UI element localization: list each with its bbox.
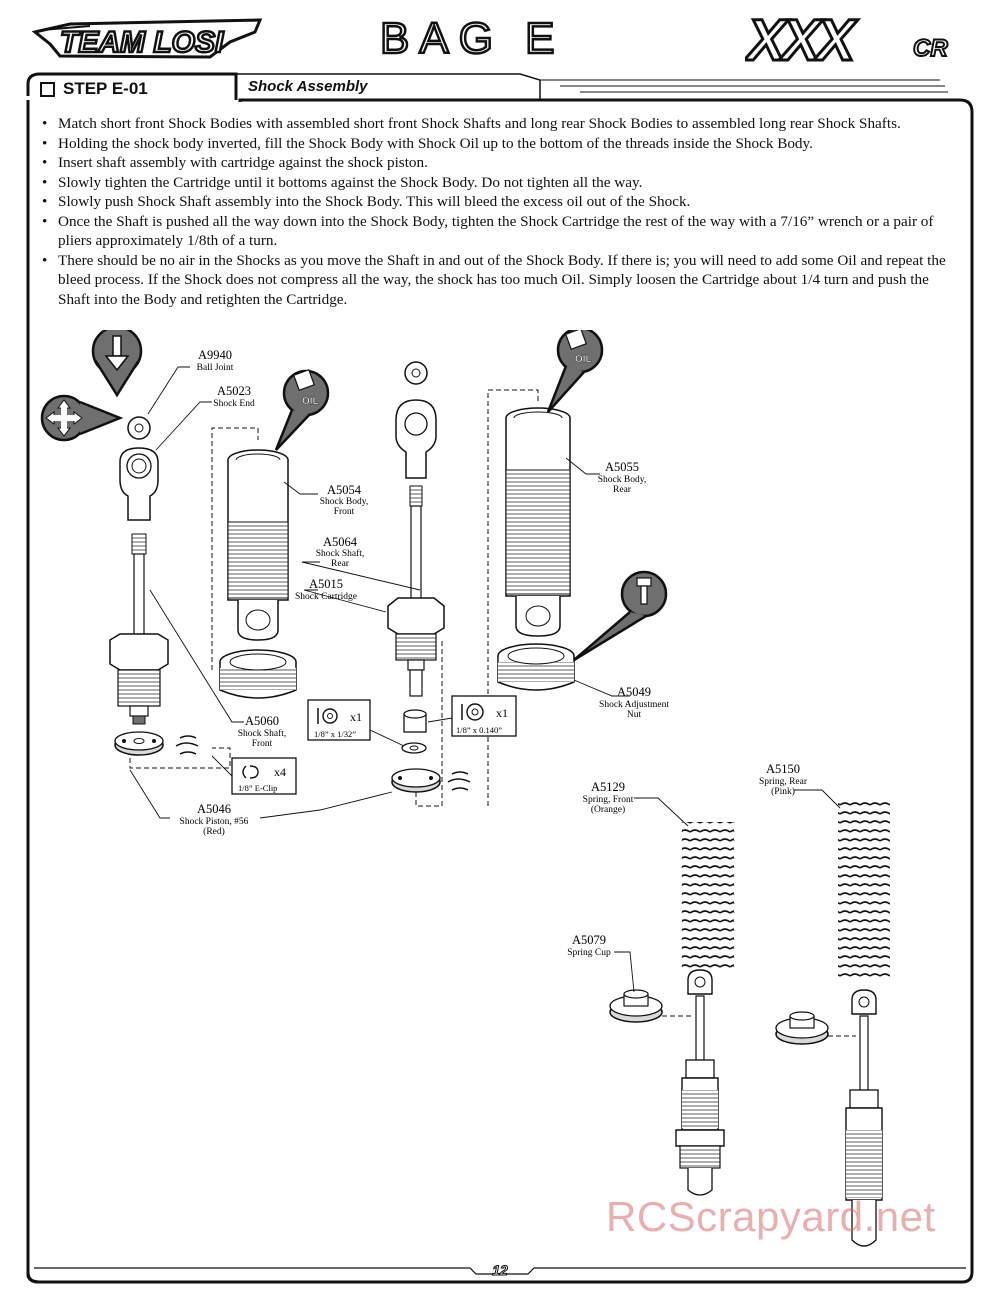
instruction-item: Match short front Shock Bodies with asse… xyxy=(40,114,960,134)
part-code-a5015: A5015 xyxy=(309,577,343,591)
front-shaft-assembly xyxy=(109,416,231,769)
part-code-a5060: A5060 xyxy=(245,714,279,728)
down-arrow-icon xyxy=(91,330,143,398)
tighten-icon xyxy=(573,570,668,662)
part-code-a5064: A5064 xyxy=(323,535,358,549)
part-code-a5150: A5150 xyxy=(766,762,800,776)
step-label: STEP E-01 xyxy=(40,76,230,102)
front-spring-assembly xyxy=(609,822,735,1196)
part-desc1-a5129: Spring, Front xyxy=(583,795,634,805)
rear-spring-assembly xyxy=(775,800,890,1247)
washer-callout-b: x1 1/8” x 0.140” xyxy=(427,695,517,737)
part-desc2-a5064: Rear xyxy=(331,559,350,569)
brand-right-text: XXX xyxy=(745,10,858,70)
part-desc-a5015: Shock Cartridge xyxy=(295,592,357,602)
part-code-a5046: A5046 xyxy=(197,802,231,816)
part-desc2-a5054: Front xyxy=(334,507,355,517)
move-arrows-icon xyxy=(40,394,124,442)
part-code-a5055: A5055 xyxy=(605,460,639,474)
part-code-a5049: A5049 xyxy=(617,685,651,699)
instruction-list: Match short front Shock Bodies with asse… xyxy=(40,114,960,309)
instruction-item: Holding the shock body inverted, fill th… xyxy=(40,134,960,154)
part-desc-a5023: Shock End xyxy=(213,399,255,409)
brand-left-text: TEAM LOSI xyxy=(60,26,224,59)
instruction-item: Once the Shaft is pushed all the way dow… xyxy=(40,212,960,251)
part-code-a5079: A5079 xyxy=(572,933,606,947)
washer-callout-a: x1 1/8” x 1/32” xyxy=(307,699,405,747)
part-labels: A9940 Ball Joint A5023 Shock End A5054 S… xyxy=(180,348,808,958)
part-desc2-a5046: (Red) xyxy=(203,826,225,837)
part-code-a5129: A5129 xyxy=(591,780,625,794)
step-checkbox[interactable] xyxy=(40,81,55,97)
part-desc1-a5049: Shock Adjustment xyxy=(599,700,669,710)
part-desc2-a5060: Front xyxy=(252,739,273,749)
part-desc1-a5054: Shock Body, xyxy=(320,497,368,507)
instruction-item: There should be no air in the Shocks as … xyxy=(40,251,960,310)
part-desc2-a5049: Nut xyxy=(627,710,642,720)
step-number: STEP E-01 xyxy=(63,79,148,98)
part-desc-a5079: Spring Cup xyxy=(567,948,611,958)
watermark: RCScrapyard.net xyxy=(606,1193,936,1240)
instruction-item: Insert shaft assembly with cartridge aga… xyxy=(40,153,960,173)
page-number: 12 xyxy=(492,1262,509,1279)
part-code-a5054: A5054 xyxy=(327,483,362,497)
oil-icon: OIL xyxy=(546,330,604,413)
part-code-a5023: A5023 xyxy=(217,384,251,398)
part-desc-a9940: Ball Joint xyxy=(197,363,234,373)
part-desc1-a5055: Shock Body, xyxy=(598,475,646,485)
washer-a-qty: x1 xyxy=(350,710,362,724)
part-desc2-a5055: Rear xyxy=(613,485,632,495)
washer-b-size: 1/8” x 0.140” xyxy=(456,725,502,735)
brand-right-suffix: CR xyxy=(913,35,948,62)
section-title: Shock Assembly xyxy=(248,78,368,95)
leader-lines xyxy=(129,366,841,993)
instruction-item: Slowly push Shock Shaft assembly into th… xyxy=(40,192,960,212)
eclip-size: 1/8” E-Clip xyxy=(238,783,277,793)
xxx-cr-logo: XXX CR xyxy=(745,10,949,70)
part-desc1-a5150: Spring, Rear xyxy=(759,777,808,787)
part-desc2-a5150: (Pink) xyxy=(771,786,795,797)
shock-assembly-diagram: OIL xyxy=(40,330,890,1247)
washer-a-size: 1/8” x 1/32” xyxy=(314,729,356,739)
part-code-a9940: A9940 xyxy=(198,348,232,362)
instruction-item: Slowly tighten the Cartridge until it bo… xyxy=(40,173,960,193)
front-shock-body xyxy=(211,427,297,699)
part-desc1-a5060: Shock Shaft, xyxy=(238,728,287,739)
eclip-callout: x4 1/8” E-Clip xyxy=(211,755,297,795)
part-desc1-a5064: Shock Shaft, xyxy=(316,548,365,559)
rear-shock-body xyxy=(487,389,575,806)
bag-title: BAG E xyxy=(379,13,565,65)
rear-shaft-assembly xyxy=(387,361,471,807)
part-desc1-a5046: Shock Piston, #56 xyxy=(180,817,249,827)
oil-icon-label: OIL xyxy=(302,396,319,407)
washer-b-qty: x1 xyxy=(496,706,508,720)
part-desc2-a5129: (Orange) xyxy=(591,804,625,815)
eclip-qty: x4 xyxy=(274,765,286,779)
oil-icon-label: OIL xyxy=(575,354,592,365)
team-losi-logo: TEAM LOSI xyxy=(31,18,263,60)
oil-icon: OIL xyxy=(274,368,330,451)
